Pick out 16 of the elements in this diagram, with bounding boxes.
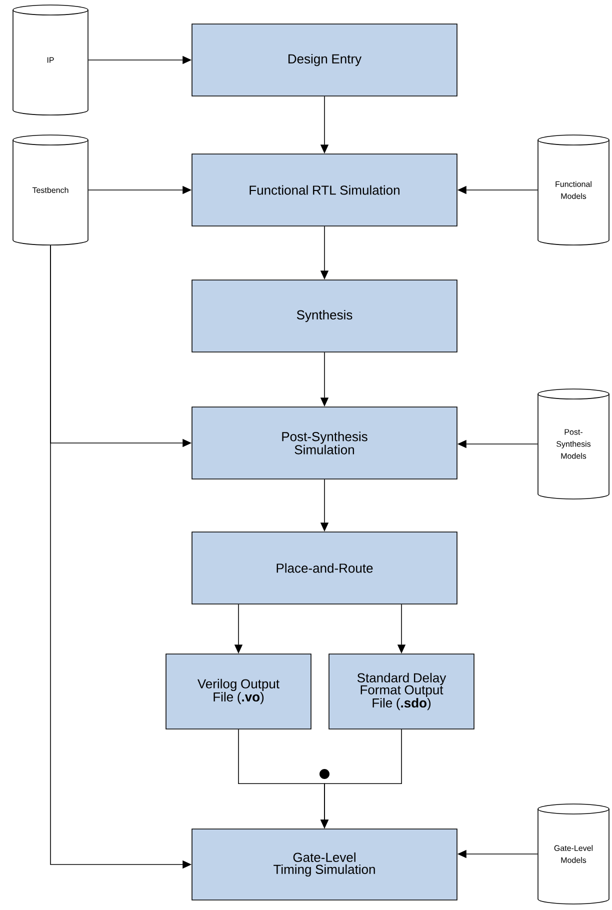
process-box: Verilog Output File (.vo) xyxy=(166,654,312,730)
process-box: Standard Delay Format Output File (.sdo) xyxy=(328,654,474,730)
node-label: Gate-Level Models xyxy=(554,845,593,863)
process-box: Post-Synthesis Simulation xyxy=(192,406,458,480)
process-box: Gate-Level Timing Simulation xyxy=(192,828,458,900)
database-cylinder: IP xyxy=(12,4,88,116)
process-box: Design Entry xyxy=(192,24,458,96)
node-label: Post-Synthesis Models xyxy=(556,429,591,459)
process-box: Place-and-Route xyxy=(192,532,458,604)
database-cylinder: Functional Models xyxy=(538,134,610,246)
database-cylinder: Gate-Level Models xyxy=(538,804,610,904)
node-label: Functional Models xyxy=(556,181,592,199)
database-cylinder: Testbench xyxy=(12,134,88,246)
database-cylinder: Post-Synthesis Models xyxy=(538,388,610,500)
process-box: Functional RTL Simulation xyxy=(192,154,458,226)
process-box: Synthesis xyxy=(192,280,458,352)
